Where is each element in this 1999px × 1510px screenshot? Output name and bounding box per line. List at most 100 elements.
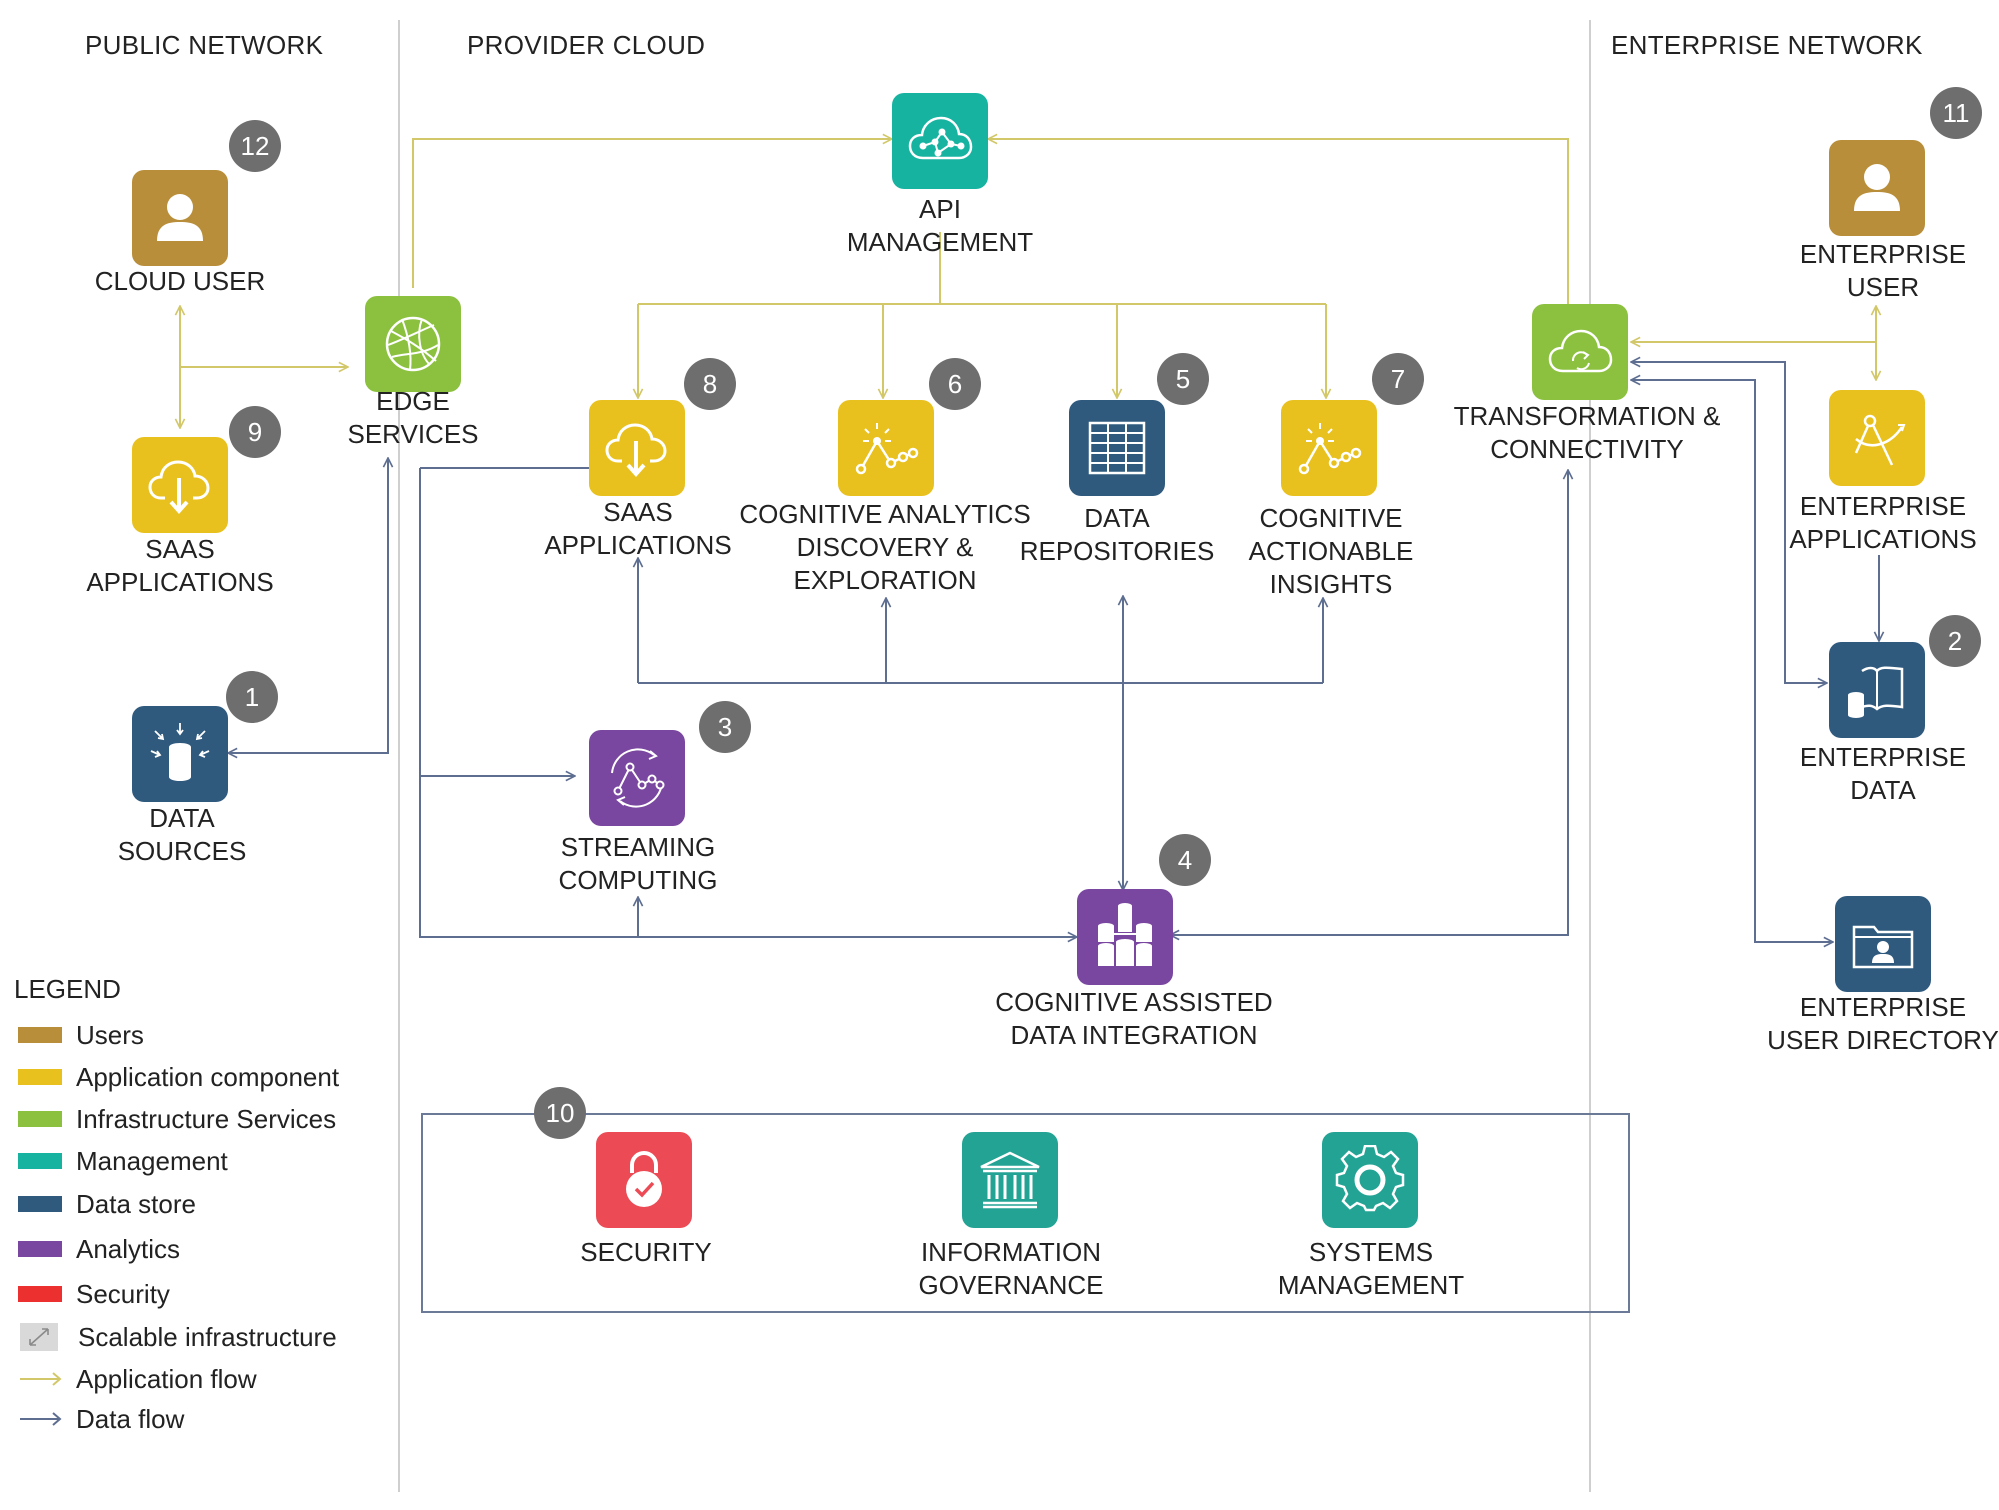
user-icon <box>1854 164 1900 211</box>
step-badge-8: 8 <box>684 358 736 410</box>
flow-edge-trunk <box>419 468 1077 937</box>
legend-swatch <box>18 1196 62 1212</box>
legend-label: Security <box>76 1278 170 1309</box>
legend-swatch <box>18 1027 62 1043</box>
saas-provider-node[interactable] <box>589 400 685 496</box>
security-node[interactable] <box>596 1132 692 1228</box>
legend-item-management: Management <box>18 1146 228 1176</box>
data-repositories-label: DATA REPOSITORIES <box>1019 503 1215 566</box>
scalable-infrastructure-icon <box>20 1323 58 1351</box>
legend-swatch <box>18 1153 62 1169</box>
edge-services-node[interactable] <box>365 296 461 392</box>
step-badge-5: 5 <box>1157 353 1209 405</box>
legend-swatch <box>18 1241 62 1257</box>
user-icon <box>157 194 203 241</box>
lock-check-icon <box>626 1151 662 1207</box>
application-flow-arrow-icon <box>20 1372 62 1386</box>
api-management-node[interactable] <box>892 93 988 189</box>
systems-management-node[interactable] <box>1322 1132 1418 1228</box>
table-grid-icon <box>1088 421 1146 475</box>
data-repositories-node[interactable] <box>1069 400 1165 496</box>
zone-title-public: PUBLIC NETWORK <box>85 30 324 60</box>
step-badge-4: 4 <box>1159 834 1211 886</box>
legend-item-scalable: Scalable infrastructure <box>18 1322 337 1352</box>
shared-services-frame <box>421 1113 1630 1313</box>
step-badge-12: 12 <box>229 120 281 172</box>
building-columns-icon <box>980 1151 1040 1209</box>
cognitive-analytics-node[interactable] <box>838 400 934 496</box>
stream-cycle-icon <box>611 748 665 808</box>
data-flow-arrow-icon <box>20 1412 62 1426</box>
cylinders-icon <box>1098 903 1152 966</box>
legend-item-security: Security <box>18 1279 170 1309</box>
cloud-download-icon <box>605 423 667 478</box>
legend-item-users: Users <box>18 1020 144 1050</box>
legend-item-analytics: Analytics <box>18 1234 180 1264</box>
legend-item-infrastructure: Infrastructure Services <box>18 1104 336 1134</box>
api-management-label: API MANAGEMENT <box>846 194 1034 257</box>
legend-label: Data store <box>76 1188 196 1219</box>
gear-icon <box>1335 1145 1405 1212</box>
security-label: SECURITY <box>580 1237 712 1267</box>
step-badge-6: 6 <box>929 358 981 410</box>
saas-public-node[interactable] <box>132 437 228 533</box>
legend-title: LEGEND <box>14 974 121 1004</box>
step-badge-3: 3 <box>699 701 751 753</box>
saas-public-label: SAAS APPLICATIONS <box>86 534 274 597</box>
legend-label: Management <box>76 1145 228 1176</box>
legend-item-application: Application component <box>18 1062 339 1092</box>
legend-label: Application component <box>76 1061 340 1092</box>
step-badge-10: 10 <box>534 1087 586 1139</box>
transformation-label: TRANSFORMATION & CONNECTIVITY <box>1453 401 1721 464</box>
cloud-sync-icon <box>1548 329 1613 373</box>
compass-icon <box>1854 414 1906 466</box>
saas-provider-label: SAAS APPLICATIONS <box>544 497 732 560</box>
step-badge-11: 11 <box>1930 87 1982 139</box>
analytics-line-icon <box>855 423 919 475</box>
information-governance-label: INFORMATION GOVERNANCE <box>918 1237 1104 1300</box>
legend-label: Scalable infrastructure <box>78 1321 337 1352</box>
database-icon <box>150 723 210 781</box>
zone-title-provider: PROVIDER CLOUD <box>467 30 706 60</box>
legend-label: Infrastructure Services <box>76 1103 337 1134</box>
step-badge-2: 2 <box>1929 615 1981 667</box>
cloud-user-label: CLOUD USER <box>94 266 266 296</box>
information-governance-node[interactable] <box>962 1132 1058 1228</box>
flow-transformation-to-api <box>988 139 1569 304</box>
legend-label: Data flow <box>76 1403 185 1434</box>
enterprise-applications-node[interactable] <box>1829 390 1925 486</box>
legend-swatch <box>18 1069 62 1085</box>
data-sources-label: DATA SOURCES <box>117 803 247 866</box>
streaming-computing-node[interactable] <box>589 730 685 826</box>
enterprise-directory-label: ENTERPRISE USER DIRECTORY <box>1767 992 1999 1055</box>
legend-swatch <box>18 1286 62 1302</box>
cognitive-actionable-node[interactable] <box>1281 400 1377 496</box>
data-integration-node[interactable] <box>1077 889 1173 985</box>
flow-datasources-to-edge <box>228 458 388 753</box>
step-badge-1: 1 <box>226 671 278 723</box>
data-sources-node[interactable] <box>132 706 228 802</box>
flow-edge-to-api <box>412 139 892 288</box>
edge-services-label: EDGE SERVICES <box>347 386 479 449</box>
cloud-download-icon <box>148 460 210 515</box>
transformation-node[interactable] <box>1532 304 1628 400</box>
legend-label: Application flow <box>76 1363 257 1394</box>
legend-item-data-store: Data store <box>18 1189 196 1219</box>
legend-swatch <box>18 1111 62 1127</box>
cognitive-actionable-label: COGNITIVE ACTIONABLE INSIGHTS <box>1248 503 1414 599</box>
legend-label: Users <box>76 1019 144 1050</box>
cognitive-analytics-label: COGNITIVE ANALYTICS DISCOVERY & EXPLORAT… <box>739 499 1031 595</box>
step-badge-7: 7 <box>1372 353 1424 405</box>
legend-item-data-flow: Data flow <box>18 1404 184 1434</box>
enterprise-data-node[interactable] <box>1829 642 1925 738</box>
systems-management-label: SYSTEMS MANAGEMENT <box>1277 1237 1465 1300</box>
enterprise-directory-node[interactable] <box>1835 896 1931 992</box>
enterprise-user-label: ENTERPRISE USER <box>1799 239 1967 302</box>
streaming-computing-label: STREAMING COMPUTING <box>558 832 718 895</box>
cloud-user-node[interactable] <box>132 170 228 266</box>
folder-user-icon <box>1852 925 1914 969</box>
step-badge-9: 9 <box>229 406 281 458</box>
book-database-icon <box>1848 666 1904 718</box>
enterprise-user-node[interactable] <box>1829 140 1925 236</box>
